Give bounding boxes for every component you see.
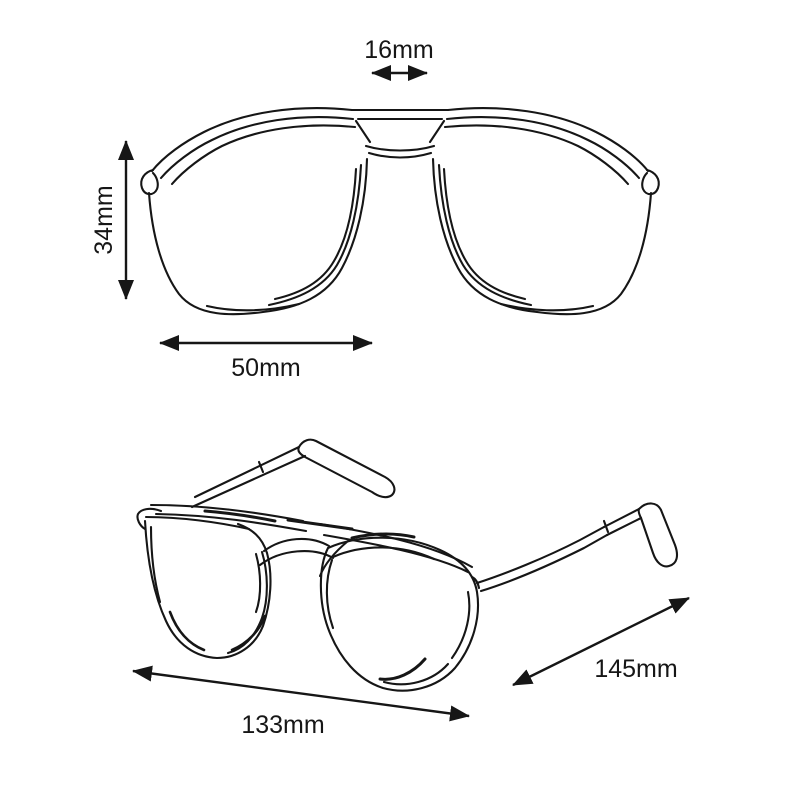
front-frame-left-half [140,107,372,316]
brow-line [154,512,308,533]
temple-line [190,454,307,509]
brow-accent [286,518,354,531]
bridge-side-line [354,119,372,144]
bridge-arch-line [262,537,331,553]
frame-width-label: 133mm [241,711,324,739]
brow-accent [203,509,277,523]
lens-inner-accent [450,590,471,660]
lens-inner-accent [325,558,335,630]
lens-inner-accent [273,167,358,301]
endpiece-hook [136,507,163,531]
far-temple [190,438,396,509]
perspective-frame-drawing [136,438,679,692]
lens-rim-accent [378,657,427,681]
lens-outline [319,536,480,692]
lens-bottom-accent [205,302,301,312]
hinge-notch [257,460,265,474]
lens-inner-accent [226,550,268,655]
temple-earpiece [297,438,396,499]
lens-rim-accent [230,614,267,652]
lens-rim-accent [350,532,416,540]
perspective-brow [149,503,474,574]
lens-inner-accent [267,163,363,307]
lens-inner-accent [254,552,262,614]
lens-top-rim [144,515,251,531]
perspective-view: 133mm 145mm [132,438,690,739]
front-bridge [350,108,450,159]
temple-length-arrow [512,596,690,687]
brow-line [149,503,305,523]
lens-outline [147,157,369,316]
perspective-left-lens [136,507,272,660]
temple-line [605,516,643,537]
hinge-connector [470,575,481,590]
perspective-view-dimensions: 133mm 145mm [132,596,690,739]
bridge-lower-line [364,144,436,152]
brow-inner-line [170,124,357,186]
perspective-bridge [258,537,335,567]
frame-width-arrow [132,665,470,722]
front-view: 16mm 34mm 50mm [90,36,660,382]
lens-inner-accent [149,525,162,604]
brow-outer-line [150,107,354,173]
lens-width-label: 50mm [231,354,300,382]
temple-line [602,507,641,529]
lens-inner-accent [331,546,436,561]
perspective-right-lens [318,532,481,692]
bridge-width-label: 16mm [364,36,433,64]
temple-earpiece [637,502,679,568]
temple-line [479,533,609,593]
near-temple [475,502,679,593]
temple-length-label: 145mm [594,655,677,683]
temple-line [475,525,606,585]
front-frame-drawing [140,107,660,316]
lens-inner-flare [318,539,350,578]
front-view-dimensions: 16mm 34mm 50mm [90,36,434,382]
brow-mid-line [159,115,355,180]
front-frame-right-half [428,107,660,316]
lens-outline [143,519,272,660]
temple-line [193,445,301,499]
bridge-arch-line [258,550,335,567]
lens-rim-accent [168,610,206,652]
lens-height-label: 34mm [90,185,118,254]
bridge-lower-line [367,151,433,159]
endpiece-hook [140,168,159,196]
